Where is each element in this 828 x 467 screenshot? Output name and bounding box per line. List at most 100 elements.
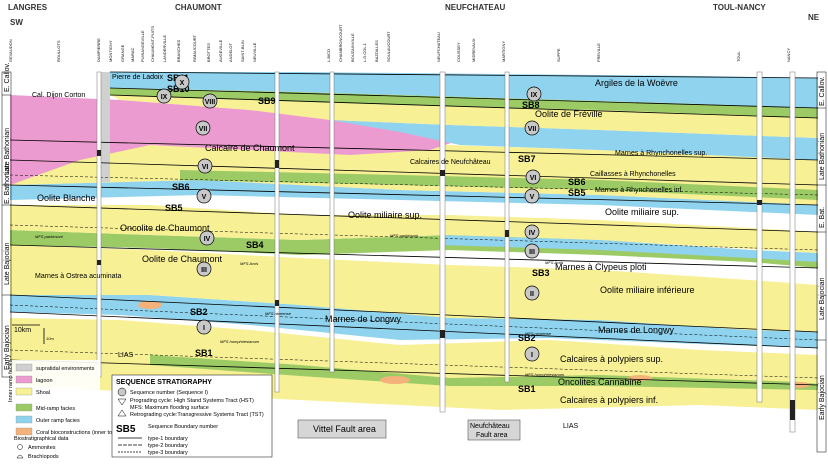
- orientation-ne: NE: [808, 13, 820, 22]
- sb-label: SB1: [195, 348, 213, 358]
- mfs-label: MFS niortense: [265, 311, 292, 316]
- unit-early-bajocian-shoal: [10, 318, 818, 390]
- legend-label: Mid-ramp facies: [36, 406, 75, 412]
- sequence-number: VIII: [205, 99, 216, 106]
- legend-boundary: type-2 boundary: [148, 443, 188, 449]
- well-name: AUGEVILLE: [218, 39, 223, 62]
- label-oolite-miliaire-sup-c: Oolite miliaire sup.: [348, 210, 422, 220]
- sequence-circle: [197, 158, 213, 174]
- legend-swatch: [15, 403, 33, 412]
- sequence-number: X: [180, 80, 185, 87]
- mfs-label: MFS niortense: [525, 331, 552, 336]
- label-cal-dijon: Cal. Dijon Corton: [32, 92, 85, 99]
- sequence-circle: [156, 88, 172, 104]
- sequence-circle: [524, 120, 540, 136]
- hst-triangle-icon: [117, 398, 127, 406]
- sequence-number: IX: [531, 92, 538, 99]
- label-oolite-blanche: Oolite Blanche: [37, 193, 96, 203]
- legend-sb-label: SB5: [116, 424, 136, 435]
- label-calc-polypiers-sup: Calcaires à polypiers sup.: [560, 354, 663, 364]
- legend-swatch: [15, 375, 33, 384]
- label-marnes-longwy-r: Marnes de Longwy: [598, 325, 675, 335]
- legend-mfs: MFS: Maximum flooding surface: [130, 405, 209, 411]
- mfs-label: MFS Acris: [545, 260, 563, 265]
- unit-oolite-chaumont: [10, 205, 818, 253]
- sb-label: SB6: [172, 182, 190, 192]
- neufchateau-fault-box: [467, 419, 521, 441]
- unit-mid-ramp-upper: [110, 88, 818, 118]
- unit-supratidal: [100, 72, 110, 182]
- legend-swatch: [15, 363, 33, 372]
- label-calc-polypiers-inf: Calcaires à polypiers inf.: [560, 395, 658, 405]
- region-chaumont: CHAUMONT: [175, 3, 222, 12]
- sb-label: SB5: [568, 188, 586, 198]
- unit-marnes-longwy: [10, 295, 818, 348]
- well-lithology: [97, 150, 795, 420]
- legend-hst: Prograding cycle: High Stand Systems Tra…: [130, 398, 254, 404]
- unit-oolite-miliaire-inf: [10, 245, 818, 332]
- well-name: SOULAUCOURT: [386, 31, 391, 62]
- age-r-e-callov: E. Callov.: [819, 77, 826, 106]
- well-name: BRANCHES: [176, 39, 181, 62]
- sequence-number: IV: [204, 236, 211, 243]
- sequence-circle: [195, 120, 211, 136]
- region-toulnancy: TOUL-NANCY: [713, 3, 766, 12]
- vittel-fault-box: [297, 419, 387, 439]
- well-name: NEUVILLE: [252, 42, 257, 62]
- coral-patch: [380, 376, 410, 384]
- sequence-number: II: [530, 291, 534, 298]
- age-r-late-bajocian: Late Bajocian: [819, 277, 826, 320]
- legend-swatch: [15, 387, 33, 396]
- scale-vertical-label: 10m: [46, 336, 54, 341]
- label-vittel: Vittel Fault area: [313, 424, 376, 434]
- sequence-number: I: [203, 325, 205, 332]
- label-marnes-clypeus: Marnes à Clypeus ploti: [555, 262, 647, 272]
- sequence-circle: [202, 93, 218, 109]
- sb-label: SB9: [258, 96, 276, 106]
- well-name: FREVILLE: [596, 43, 601, 62]
- ammonite-icon: [17, 444, 23, 450]
- sequence-circle: [526, 86, 542, 102]
- label-oolite-miliaire-sup-r: Oolite miliaire sup.: [605, 207, 679, 217]
- legend-tst: Retrograding cycle:Transgressive Systems…: [130, 412, 264, 418]
- unit-oncolites-band: [150, 355, 818, 390]
- well-name: CHAMBRONCOURT: [338, 24, 343, 62]
- legend-brachiopods: Brachiopods: [28, 454, 59, 460]
- legend-boundary: type-3 boundary: [148, 450, 188, 456]
- well-name: L.BICO: [326, 49, 331, 62]
- mfs-label: MFS humphriesianum: [220, 339, 260, 344]
- sb-label: SB2: [190, 307, 208, 317]
- mfs-label: MFS parkinsoni: [35, 234, 63, 239]
- tst-triangle-icon: [117, 409, 127, 417]
- label-pierre-ladoix: Pierre de Ladoix: [112, 74, 163, 81]
- well-name: MIDREVAUX: [471, 38, 476, 62]
- label-marnes-ostrea: Marnes à Ostrea acuminata: [35, 273, 121, 280]
- well-name: L.D.COL.1: [362, 42, 367, 62]
- well-name: COUSSEY: [456, 42, 461, 62]
- age-column-left: [1, 71, 12, 378]
- well-name: MARAC: [130, 47, 135, 62]
- legend-label: Coral bioconstructions (inner to mid-ram…: [36, 430, 139, 436]
- sb-label: SB2: [518, 333, 536, 343]
- well-name: SUPPE: [556, 48, 561, 62]
- sequence-number: V: [530, 194, 535, 201]
- age-r-early-bajocian: Early Bajocian: [819, 375, 826, 420]
- well-name: NEUFCHATEAU: [436, 32, 441, 62]
- age-early-bajocian: Early Bajocian: [4, 325, 11, 370]
- well-name: TOUL: [736, 51, 741, 62]
- label-neuf-fault-2: Fault area: [476, 432, 508, 439]
- sequence-circle: [196, 188, 212, 204]
- well-name: NANCY: [786, 48, 791, 62]
- label-oncolites-cannabine: Oncolites Cannabine: [558, 377, 642, 387]
- well-name: GEVAUDON: [8, 39, 13, 62]
- legend-label: Outer ramp facies: [36, 418, 80, 424]
- unit-outer-ramp-bath: [330, 120, 818, 160]
- sequence-circle: [199, 230, 215, 246]
- sb-label: SB8: [522, 100, 540, 110]
- well-name: CHAUMONT-PUITS: [150, 26, 155, 62]
- well-name: BROTTES: [206, 43, 211, 62]
- sequence-number: I: [531, 352, 533, 359]
- well-columns: [96, 71, 796, 433]
